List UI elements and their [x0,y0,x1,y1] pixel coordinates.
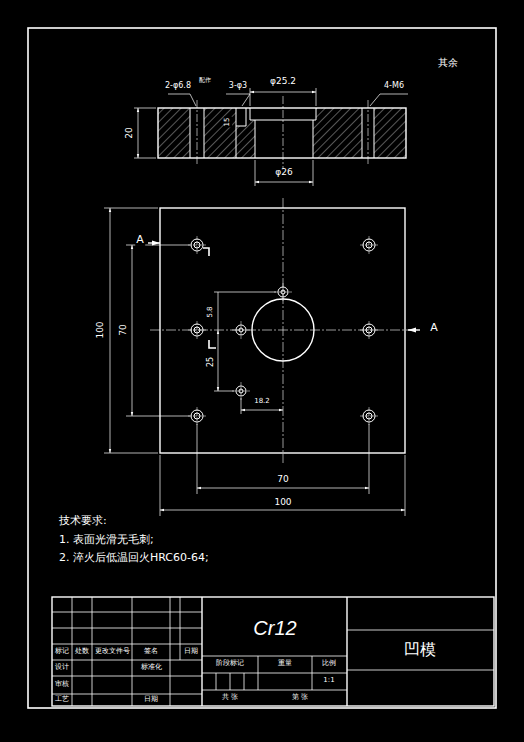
drawing-label: Cr12 [252,617,297,639]
drawing-label: 70 [276,475,289,485]
drawing-label: 20 [125,126,135,139]
hole-centerline [369,407,370,425]
drawing-label: 设计 [54,664,70,672]
drawing-label: 2. 淬火后低温回火HRC60-64; [58,552,210,564]
drawing-label: φ25.2 [269,77,297,87]
drawing-label: 签名 [143,648,159,656]
section-view [158,96,406,176]
drawing-label: 处数 [74,648,90,656]
drawing-label: 18.2 [253,398,271,406]
drawing-label: 重量 [277,660,293,668]
drawing-label: 第 张 [291,694,309,702]
drawing-label: 70 [119,323,129,336]
drawing-label: 2-φ6.8 [164,82,192,91]
drawing-label: 配作 [198,77,212,84]
hole-centerline [369,236,370,254]
drawing-label: φ26 [274,168,293,178]
drawing-label: 1:1 [322,677,335,685]
drawing-label: 4-M6 [383,82,405,91]
hole-centerline [283,283,284,301]
hole-centerline [197,407,198,425]
hole-centerline [369,321,370,339]
drawing-label: 更改文件号 [94,648,131,656]
drawing-label: 25 [207,356,216,368]
sheet-frame [28,28,496,708]
drawing-label: 比例 [321,660,337,668]
drawing-label: 15 [224,117,232,128]
drawing-label: 1. 表面光滑无毛刺; [58,534,155,546]
drawing-title: 凹模 [403,641,437,659]
drawing-label: 日期 [183,648,199,656]
drawing-label: 审核 [54,681,70,689]
drawing-label: A [135,234,145,246]
drawing-label: 5.8 [207,305,215,318]
hole-centerline [197,321,198,339]
hole-centerline [241,321,242,339]
drawing-label: 共 张 [221,694,239,702]
drawing-label: 标记 [54,648,70,656]
hole-centerline [241,382,242,400]
drawing-label: 标准化 [140,664,163,672]
drawing-label: 工艺 [54,696,70,704]
drawing-label: 3-φ3 [228,82,248,91]
drawing-label: 日期 [143,696,159,704]
drawing-label: A [429,322,439,334]
drawing-label: 其余 [437,57,459,68]
drawing-label: 阶段标记 [215,660,245,668]
section-dimensions [134,88,408,186]
drawing-label: 100 [96,320,106,339]
hole-centerline [197,236,198,254]
drawing-label: 100 [273,498,292,508]
plan-view [150,198,415,463]
title-block [52,597,494,706]
plan-dimensions [104,208,420,516]
drawing-label: 技术要求: [58,515,108,527]
